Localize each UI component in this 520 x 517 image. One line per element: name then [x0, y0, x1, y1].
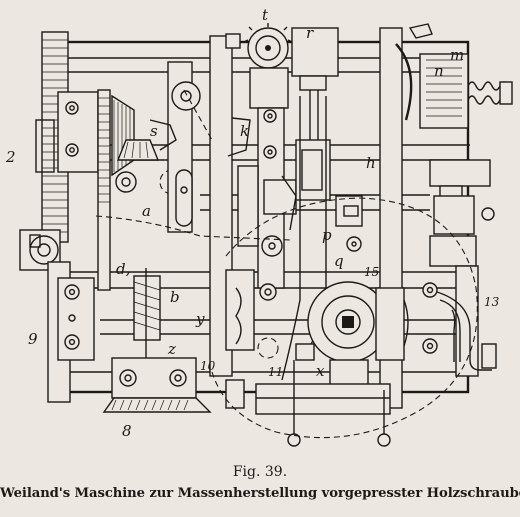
label-10: 10	[200, 359, 216, 373]
gear-rack-column	[97, 89, 185, 291]
tube-13	[429, 289, 497, 371]
label-r: r	[306, 24, 314, 42]
label-n: n	[434, 62, 444, 80]
base-foot	[102, 397, 212, 413]
label-t: t	[262, 6, 269, 24]
label-15: 15	[364, 265, 379, 279]
label-s: s	[150, 122, 158, 140]
bracket-z	[111, 357, 197, 399]
figure-caption: Fig. 39. Weiland's Maschine zur Massenhe…	[0, 461, 520, 505]
worm-gear	[133, 268, 161, 370]
figure-number: Fig. 39.	[232, 464, 288, 480]
left-plate	[57, 91, 99, 361]
label-9: 9	[28, 330, 38, 348]
label-13: 13	[484, 295, 500, 309]
slide-rods	[281, 96, 363, 381]
label-b: b	[170, 288, 180, 306]
travel-arc	[95, 89, 478, 439]
label-m: m	[450, 46, 464, 64]
cross-slide-x	[255, 343, 391, 447]
machine-drawing: t r m n k h a p q d, b y z x s 2 9 8 10 …	[5, 6, 513, 447]
part-labels: t r m n k h a p q d, b y z x s 2 9 8 10 …	[5, 6, 500, 440]
slide-10	[225, 269, 279, 409]
label-8: 8	[122, 422, 132, 440]
label-x: x	[316, 362, 325, 380]
label-a: a	[142, 202, 151, 220]
chuck-15	[307, 281, 438, 391]
label-y: y	[195, 310, 205, 328]
center-column	[227, 107, 297, 289]
spring-assembly	[379, 23, 513, 409]
label-2: 2	[5, 148, 16, 166]
figure-title: Weiland's Maschine zur Massenherstellung…	[0, 486, 520, 501]
label-p: p	[322, 226, 332, 244]
label-k: k	[240, 122, 249, 140]
label-d: d,	[116, 260, 130, 278]
label-11: 11	[268, 365, 283, 379]
label-h: h	[366, 154, 376, 172]
top-gear-t	[243, 23, 293, 109]
label-q: q	[334, 252, 344, 270]
label-z: z	[167, 340, 176, 358]
